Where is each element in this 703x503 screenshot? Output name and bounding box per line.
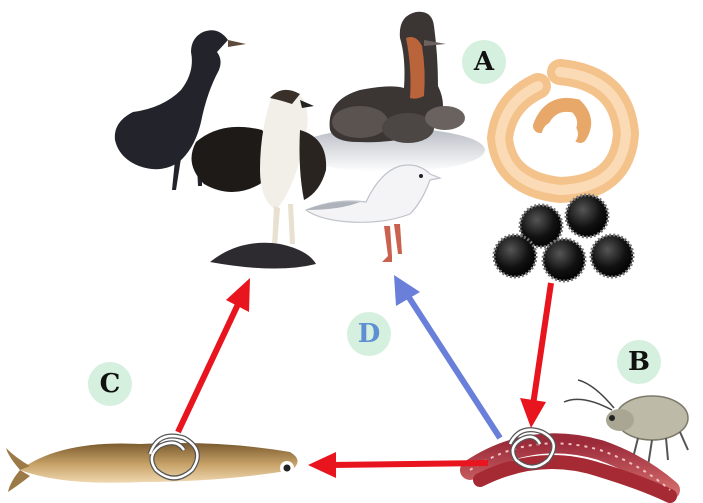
- arrow-eggs-to-worm: [520, 283, 551, 428]
- osprey-icon: [192, 90, 327, 269]
- grebe-icon: [330, 12, 465, 143]
- larva-coil-icon: [500, 72, 626, 190]
- egg-cluster-icon: [494, 195, 633, 281]
- gull-icon: [306, 165, 440, 262]
- arrow-fish-to-birds: [178, 278, 250, 432]
- oligochaete-worm-icon: [470, 443, 670, 496]
- label-d: D: [347, 312, 391, 356]
- arrow-worm-to-birds: [394, 275, 500, 438]
- label-a: A: [462, 40, 506, 84]
- label-c: C: [88, 362, 132, 406]
- label-b: B: [617, 340, 661, 384]
